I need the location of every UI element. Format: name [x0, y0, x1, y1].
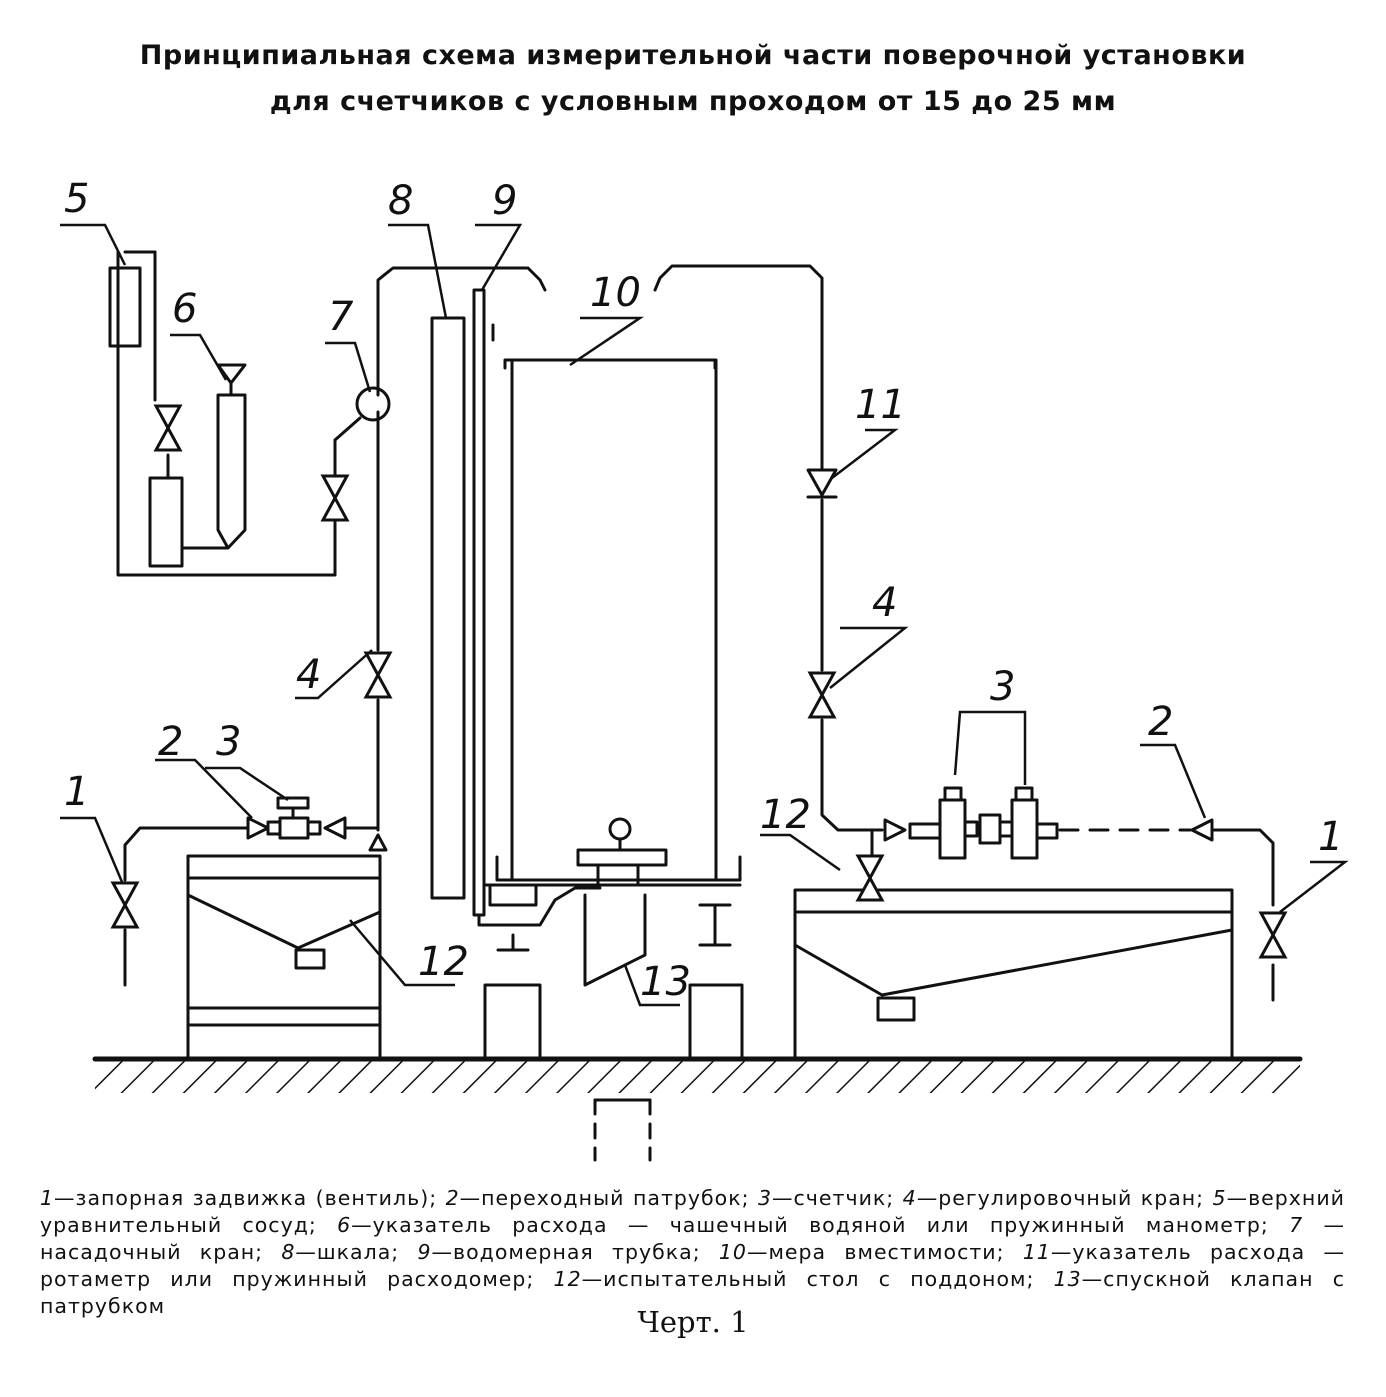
legend-item: 12—испытательный стол с поддоном;	[554, 1267, 1054, 1291]
legend-item: 13—спускной клапан с патрубком	[40, 1267, 1345, 1318]
label-4-right: 4	[872, 580, 897, 626]
valve-under-7	[321, 474, 349, 522]
legend-item-text: —регулировочный кран;	[916, 1186, 1213, 1210]
label-8: 8	[388, 178, 413, 224]
valve-1-left	[111, 881, 139, 929]
label-2-right: 2	[1148, 699, 1173, 745]
legend-item-number: 8	[281, 1240, 296, 1264]
right-test-table	[793, 888, 1234, 1060]
ground-hatch	[95, 1061, 1300, 1093]
legend-item: 2—переходный патрубок;	[446, 1186, 758, 1210]
legend-item: 8—шкала;	[281, 1240, 417, 1264]
support-left	[483, 983, 542, 1061]
legend-item-number: 13	[1053, 1267, 1082, 1291]
label-13: 13	[640, 959, 691, 1005]
diagram-title-line1: Принципиальная схема измерительной части…	[139, 40, 1247, 71]
water-gauge-tube	[472, 288, 602, 927]
legend-item-text: —указатель расхода — ротаметр или пружин…	[40, 1240, 1345, 1291]
legend: 1—запорная задвижка (вентиль); 2—переход…	[40, 1185, 1345, 1320]
valve-4-left	[364, 651, 392, 699]
diagram-title-line2: для счетчиков с условным проходом от 15 …	[269, 86, 1117, 117]
support-right	[688, 983, 744, 1061]
legend-item: 9—водомерная трубка;	[417, 1240, 718, 1264]
label-1-right: 1	[1318, 814, 1343, 860]
right-meters	[908, 786, 1059, 860]
measure-vessel	[483, 323, 742, 887]
legend-item-number: 11	[1022, 1240, 1051, 1264]
upper-balance-vessel	[108, 266, 142, 348]
label-12-left: 12	[418, 939, 469, 985]
rotameter	[806, 468, 838, 497]
label-9: 9	[492, 178, 517, 224]
label-6: 6	[172, 286, 197, 332]
valve-vessel5	[154, 404, 182, 452]
legend-item-text: —верхний уравнительный сосуд;	[40, 1186, 1345, 1237]
legend-item-text: —счетчик;	[772, 1186, 903, 1210]
legend-item: 3—счетчик;	[758, 1186, 903, 1210]
valve-right-table	[856, 854, 884, 902]
label-1-left: 1	[64, 769, 89, 815]
legend-item: 4—регулировочный кран;	[903, 1186, 1213, 1210]
legend-item-number: 2	[445, 1186, 460, 1210]
valve-1-right	[1259, 911, 1287, 959]
legend-item-number: 9	[417, 1240, 432, 1264]
legend-item: 5—верхний уравнительный сосуд;	[40, 1186, 1345, 1237]
legend-item-text: —указатель расхода — чашечный водяной ил…	[351, 1213, 1290, 1237]
label-3-left: 3	[216, 719, 241, 765]
label-5: 5	[64, 176, 89, 222]
label-4-left: 4	[296, 652, 321, 698]
left-test-table	[186, 854, 382, 1060]
legend-item-number: 12	[553, 1267, 582, 1291]
drain-valve	[576, 817, 668, 987]
figure-caption: Черт. 1	[637, 1305, 749, 1339]
legend-item: 7 — насадочный кран;	[40, 1213, 1345, 1264]
legend-item-number: 3	[757, 1186, 773, 1210]
scale	[430, 316, 466, 900]
legend-item-text: —шкала;	[295, 1240, 418, 1264]
valve-4-right	[808, 671, 836, 719]
legend-item-number: 1	[40, 1186, 55, 1210]
legend-item-number: 4	[902, 1186, 917, 1210]
legend-item: 6—указатель расхода — чашечный водяной и…	[337, 1213, 1289, 1237]
legend-item-number: 7	[1289, 1213, 1304, 1237]
label-12-right: 12	[760, 792, 811, 838]
legend-item-number: 10	[718, 1240, 747, 1264]
label-10: 10	[590, 270, 641, 316]
label-7: 7	[328, 294, 354, 340]
label-2-left: 2	[158, 719, 183, 765]
legend-item-number: 5	[1212, 1186, 1227, 1210]
legend-item-text: —переходный патрубок;	[459, 1186, 758, 1210]
legend-item-text: —испытательный стол с поддоном;	[581, 1267, 1054, 1291]
legend-item: 10—мера вместимости;	[719, 1240, 1023, 1264]
legend-item-text: —водомерная трубка;	[431, 1240, 719, 1264]
legend-item-text: —мера вместимости;	[746, 1240, 1023, 1264]
legend-item-number: 6	[337, 1213, 352, 1237]
legend-item: 11—указатель расхода — ротаметр или пруж…	[40, 1240, 1345, 1291]
legend-item-text: — насадочный кран;	[40, 1213, 1345, 1264]
label-3-right: 3	[990, 664, 1015, 710]
legend-item: 1—запорная задвижка (вентиль);	[40, 1186, 446, 1210]
legend-item-text: —спускной клапан с патрубком	[40, 1267, 1345, 1318]
legend-item-text: —запорная задвижка (вентиль);	[54, 1186, 446, 1210]
left-meter	[266, 796, 322, 840]
label-11: 11	[855, 382, 906, 428]
